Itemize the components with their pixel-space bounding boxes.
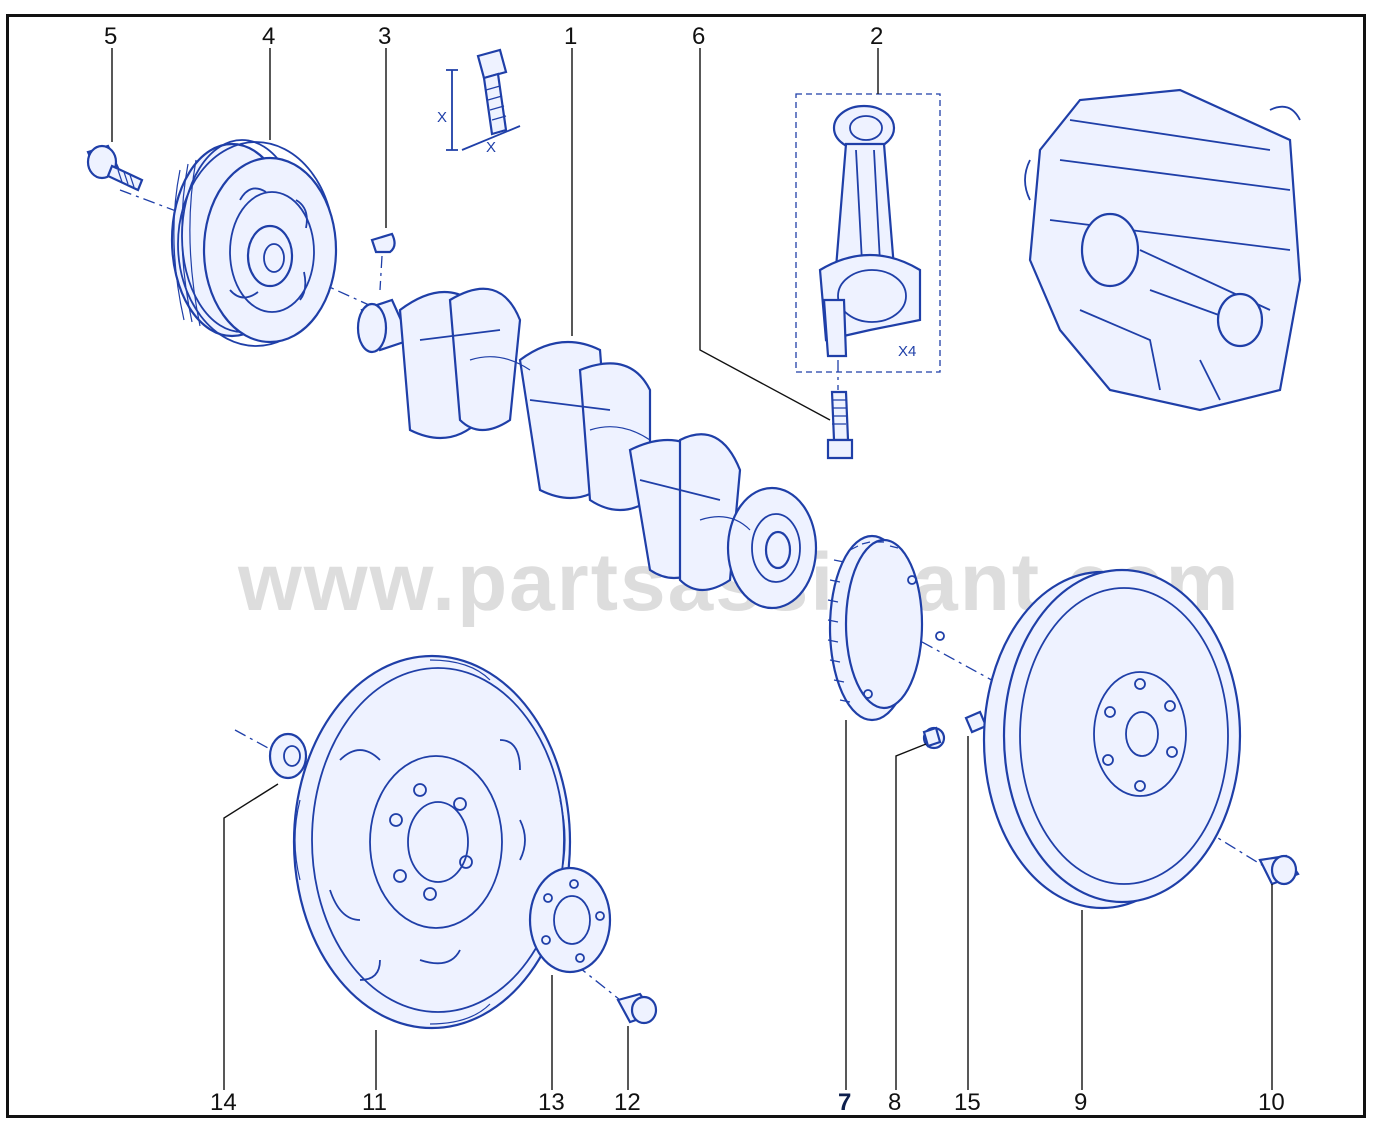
flexplate-bolt-part xyxy=(616,992,658,1025)
connecting-rod-quantity: X4 xyxy=(898,343,916,360)
callout-14: 14 xyxy=(210,1089,237,1116)
reluctor-ring-part xyxy=(827,534,945,722)
callout-11: 11 xyxy=(362,1089,387,1116)
engine-assembly-thumbnail xyxy=(1024,88,1302,412)
callout-6: 6 xyxy=(692,23,705,50)
woodruff-key-part xyxy=(370,232,396,291)
connecting-rod-part: X4 xyxy=(795,93,941,373)
callout-10: 10 xyxy=(1258,1089,1285,1116)
callout-15: 15 xyxy=(954,1089,981,1116)
axis-pulley-bolt xyxy=(119,189,201,221)
bolt-dim-label-vertical: X xyxy=(437,109,447,126)
callout-2: 2 xyxy=(870,23,883,50)
callout-7: 7 xyxy=(838,1089,851,1116)
dowel-pin-part xyxy=(964,710,988,734)
spacer-washer-part xyxy=(268,732,308,780)
flywheel-part xyxy=(982,568,1242,910)
callout-3: 3 xyxy=(378,23,391,50)
callout-13: 13 xyxy=(538,1089,565,1116)
callout-1: 1 xyxy=(564,23,577,50)
pulley-bolt-part xyxy=(86,144,144,192)
crankshaft-part xyxy=(356,287,818,610)
connecting-rod-bolt-part xyxy=(826,390,854,460)
callout-4: 4 xyxy=(262,23,275,50)
reinforcement-plate-part xyxy=(528,866,612,974)
leader-lines xyxy=(111,48,1273,1090)
reluctor-bolt-part xyxy=(922,726,946,750)
callout-8: 8 xyxy=(888,1089,901,1116)
flywheel-bolt-part xyxy=(1258,854,1300,886)
bolt-dim-label-horizontal: X xyxy=(486,139,496,156)
callout-12: 12 xyxy=(614,1089,641,1116)
callout-5: 5 xyxy=(104,23,117,50)
callout-9: 9 xyxy=(1074,1089,1087,1116)
bolt-length-symbol: X X xyxy=(437,48,521,156)
flexplate-part xyxy=(292,654,572,1030)
crankshaft-pulley-part xyxy=(170,139,338,347)
